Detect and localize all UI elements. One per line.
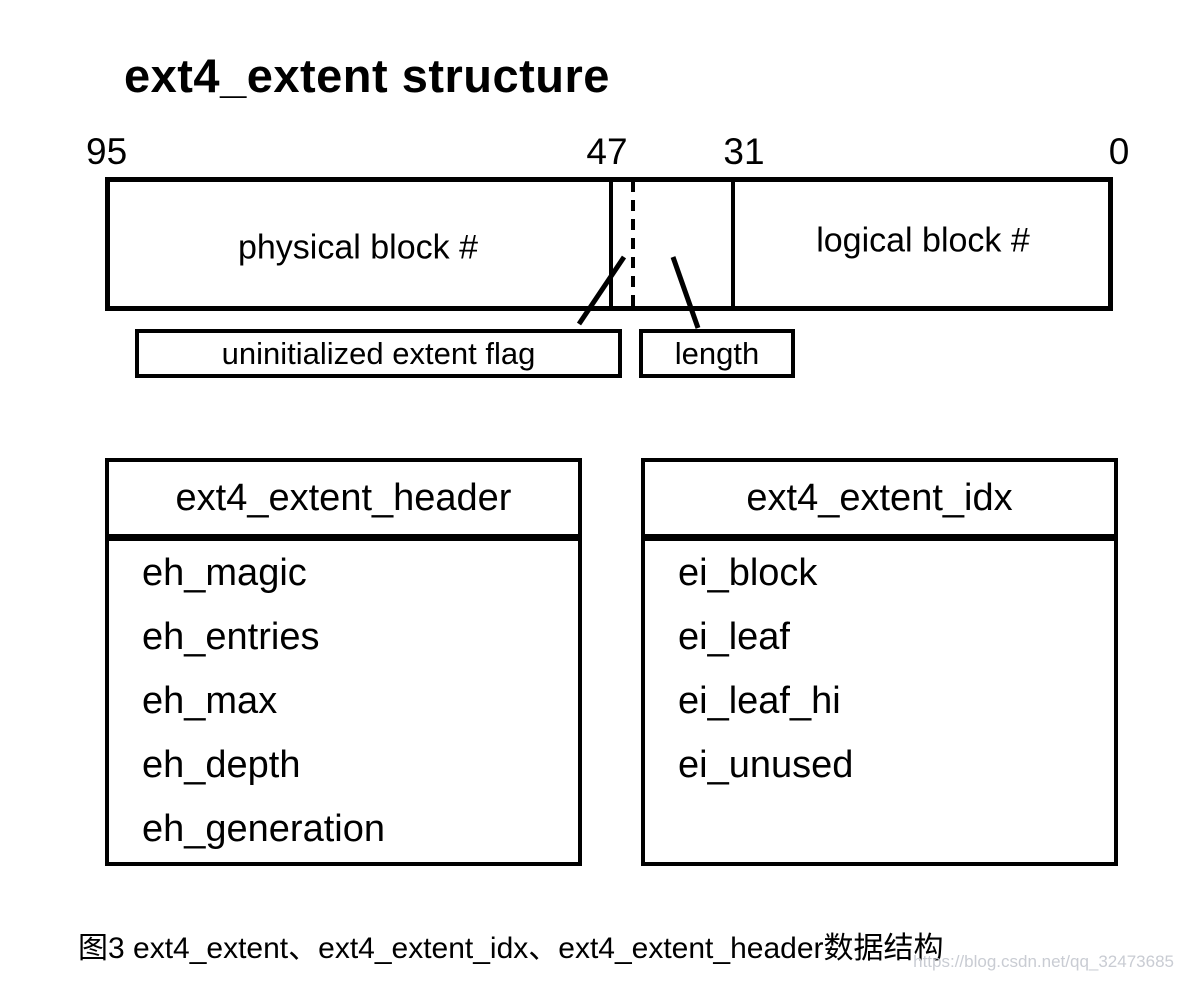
bit31-divider <box>731 181 735 307</box>
struct-idx-title: ext4_extent_idx <box>645 462 1114 541</box>
bit-label-95: 95 <box>86 131 128 172</box>
struct-field-eh-max: eh_max <box>142 680 278 722</box>
length-label: length <box>674 335 760 371</box>
watermark: https://blog.csdn.net/qq_32473685 <box>913 952 1174 971</box>
bit47-divider <box>609 181 613 307</box>
page-title: ext4_extent structure <box>124 49 610 102</box>
bit-label-47: 47 <box>586 131 628 172</box>
uninitialized-extent-flag-label: uninitialized extent flag <box>221 335 536 371</box>
logical-block-label: logical block # <box>816 221 1030 260</box>
struct-field-eh-entries: eh_entries <box>142 616 320 658</box>
struct-field-ei-unused: ei_unused <box>678 744 854 786</box>
struct-field-eh-magic: eh_magic <box>142 552 307 594</box>
physical-block-label: physical block # <box>237 228 479 267</box>
struct-field-ei-leaf: ei_leaf <box>678 616 790 658</box>
ext4-extent-header-table: ext4_extent_header eh_magic eh_entries e… <box>105 458 582 866</box>
length-callout: length <box>639 329 795 378</box>
uninitialized-extent-flag-callout: uninitialized extent flag <box>135 329 622 378</box>
struct-header-title: ext4_extent_header <box>109 462 578 541</box>
bit-label-0: 0 <box>1108 131 1130 172</box>
struct-field-eh-depth: eh_depth <box>142 744 301 786</box>
struct-field-ei-block: ei_block <box>678 552 818 594</box>
struct-field-eh-generation: eh_generation <box>142 808 385 850</box>
struct-field-ei-leaf-hi: ei_leaf_hi <box>678 680 841 722</box>
bit-label-31: 31 <box>723 131 765 172</box>
ext4-extent-idx-table: ext4_extent_idx ei_block ei_leaf ei_leaf… <box>641 458 1118 866</box>
figure-caption: 图3 ext4_extent、ext4_extent_idx、ext4_exte… <box>78 932 944 965</box>
